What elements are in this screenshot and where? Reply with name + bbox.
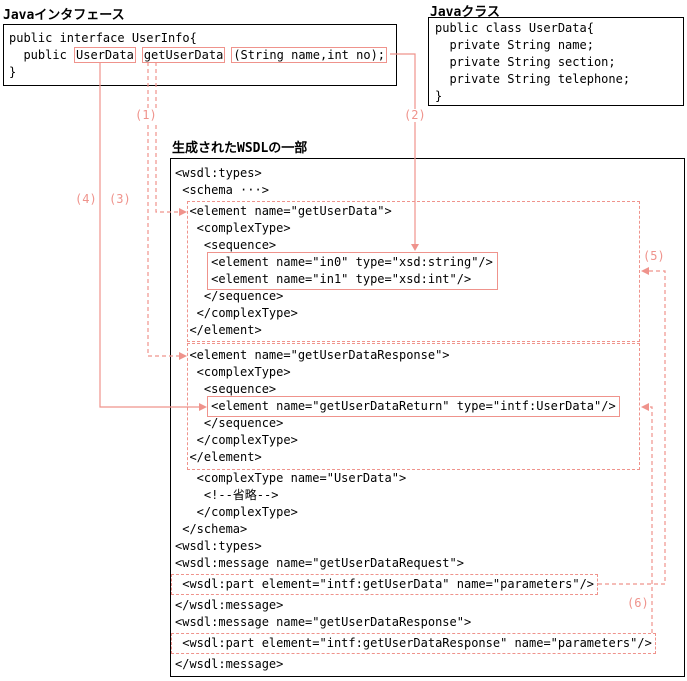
- annotation-label-1: (1): [134, 108, 158, 122]
- annotation-label-3: (3): [108, 192, 132, 206]
- method-name-highlight: getUserData: [141, 47, 226, 63]
- class-line: public class UserData{: [435, 21, 594, 35]
- interface-declaration-line: public interface UserInfo{: [9, 31, 197, 45]
- wsdl-line: </element>: [175, 450, 262, 464]
- wsdl-part-response-line: <wsdl:part element="intf:getUserDataResp…: [171, 633, 656, 654]
- wsdl-line: <sequence>: [175, 382, 277, 396]
- wsdl-line: </complexType>: [175, 433, 298, 447]
- wsdl-line: <element name="in1" type="xsd:int"/>: [175, 272, 472, 286]
- class-line: }: [435, 89, 443, 103]
- wsdl-line: <!--省略-->: [175, 488, 279, 502]
- return-type-highlight: UserData: [74, 47, 136, 63]
- wsdl-line: <wsdl:message name="getUserDataResponse"…: [175, 615, 472, 629]
- wsdl-line: </schema>: [175, 522, 248, 536]
- annotation-label-6: (6): [626, 596, 650, 610]
- interface-close-line: }: [9, 65, 17, 79]
- java-class-title: Javaクラス: [430, 5, 501, 20]
- annotation-label-2: (2): [403, 108, 427, 122]
- wsdl-box: <wsdl:types> <schema ···> <element name=…: [170, 158, 685, 677]
- wsdl-line: </element>: [175, 323, 262, 337]
- java-interface-box: public interface UserInfo{ public UserDa…: [3, 24, 397, 86]
- wsdl-line: <element name="in0" type="xsd:string"/>: [175, 255, 493, 269]
- wsdl-line: </sequence>: [175, 416, 284, 430]
- class-line: private String section;: [435, 55, 616, 69]
- wsdl-line: </sequence>: [175, 289, 284, 303]
- wsdl-line: <element name="getUserDataReturn" type="…: [175, 399, 616, 413]
- class-line: private String telephone;: [435, 72, 631, 86]
- java-class-box: public class UserData{ private String na…: [428, 17, 684, 106]
- wsdl-line: <complexType>: [175, 365, 291, 379]
- wsdl-line: <complexType>: [175, 221, 291, 235]
- wsdl-line: </complexType>: [175, 306, 298, 320]
- wsdl-title: 生成されたWSDLの一部: [172, 141, 308, 156]
- java-interface-title: Javaインタフェース: [3, 8, 125, 23]
- class-line: private String name;: [435, 38, 594, 52]
- annotation-label-4: (4): [74, 192, 98, 206]
- wsdl-line: </complexType>: [175, 505, 298, 519]
- method-prefix: public: [9, 48, 75, 62]
- wsdl-line: </wsdl:message>: [175, 657, 284, 671]
- wsdl-part-request-line: <wsdl:part element="intf:getUserData" na…: [171, 574, 599, 595]
- wsdl-line: <complexType name="UserData">: [175, 471, 407, 485]
- interface-method-line: public UserData getUserData (String name,i…: [9, 47, 396, 64]
- wsdl-line: <sequence>: [175, 238, 277, 252]
- wsdl-line: <wsdl:types>: [175, 539, 262, 553]
- wsdl-line: <wsdl:types>: [175, 166, 262, 180]
- wsdl-line: <element name="getUserDataResponse">: [175, 348, 450, 362]
- wsdl-line: <element name="getUserData">: [175, 204, 392, 218]
- wsdl-line: <wsdl:message name="getUserDataRequest">: [175, 556, 464, 570]
- wsdl-line: </wsdl:message>: [175, 598, 284, 612]
- annotation-label-5: (5): [642, 249, 666, 263]
- method-params-highlight: (String name,int no);: [231, 47, 388, 63]
- wsdl-line: <schema ···>: [175, 183, 269, 197]
